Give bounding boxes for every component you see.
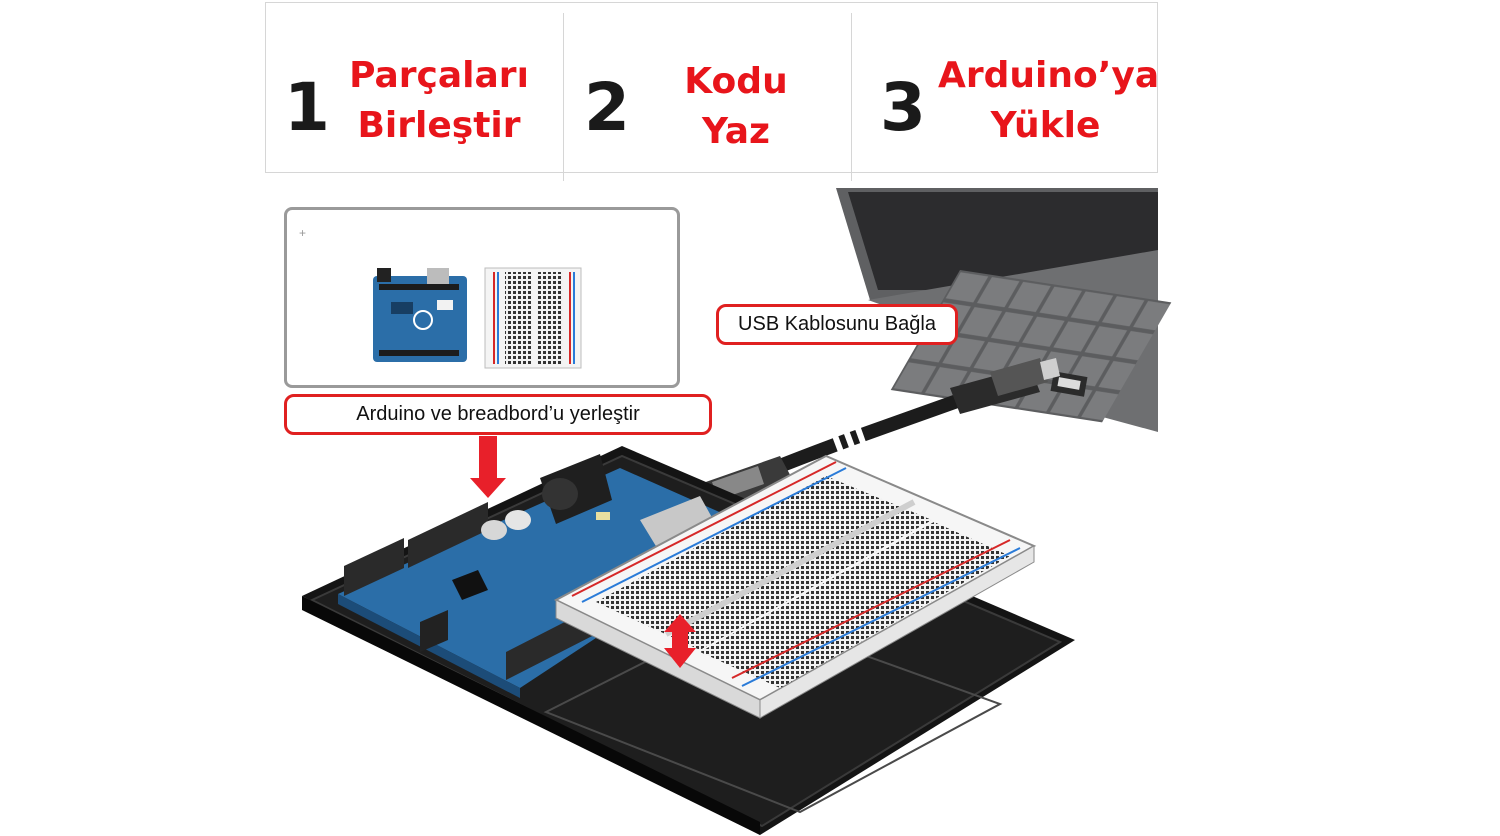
arduino-thumbnail-icon	[373, 268, 467, 362]
down-arrow-icon	[470, 436, 506, 498]
breadboard-thumbnail-icon	[484, 267, 582, 369]
arduino-board: UNO	[338, 454, 760, 698]
step-2-number: 2	[584, 69, 630, 146]
step-1-label-line2: Birleştir	[357, 105, 521, 146]
step-2-label-line2: Yaz	[701, 111, 770, 152]
steps-banner: 1 Parçaları Birleştir 2 Kodu Yaz 3 Ardui…	[265, 2, 1160, 181]
place-components-callout: Arduino ve breadbord’u yerleştir	[284, 394, 712, 435]
plus-icon: +	[299, 226, 307, 240]
laptop-keyboard	[890, 270, 1172, 423]
step-2-label: Kodu Yaz	[666, 57, 806, 157]
step-2-label-line1: Kodu	[684, 61, 788, 102]
step-3-label-line1: Arduino’ya	[938, 55, 1160, 96]
laptop	[836, 188, 1172, 432]
step-1-label: Parçaları Birleştir	[344, 51, 534, 151]
step-1-label-line1: Parçaları	[349, 55, 529, 96]
usb-cable	[700, 358, 1060, 514]
up-down-arrow-icon	[664, 614, 696, 668]
step-3-label: Arduino’ya Yükle	[938, 51, 1160, 151]
components-panel: +	[284, 207, 680, 388]
components-thumbnail	[373, 267, 582, 369]
step-3-number: 3	[880, 69, 926, 146]
usb-cable-callout: USB Kablosunu Bağla	[716, 304, 958, 345]
step-divider	[851, 13, 852, 181]
step-divider	[563, 13, 564, 181]
step-3-label-line2: Yükle	[990, 105, 1101, 146]
step-1-number: 1	[284, 69, 330, 146]
